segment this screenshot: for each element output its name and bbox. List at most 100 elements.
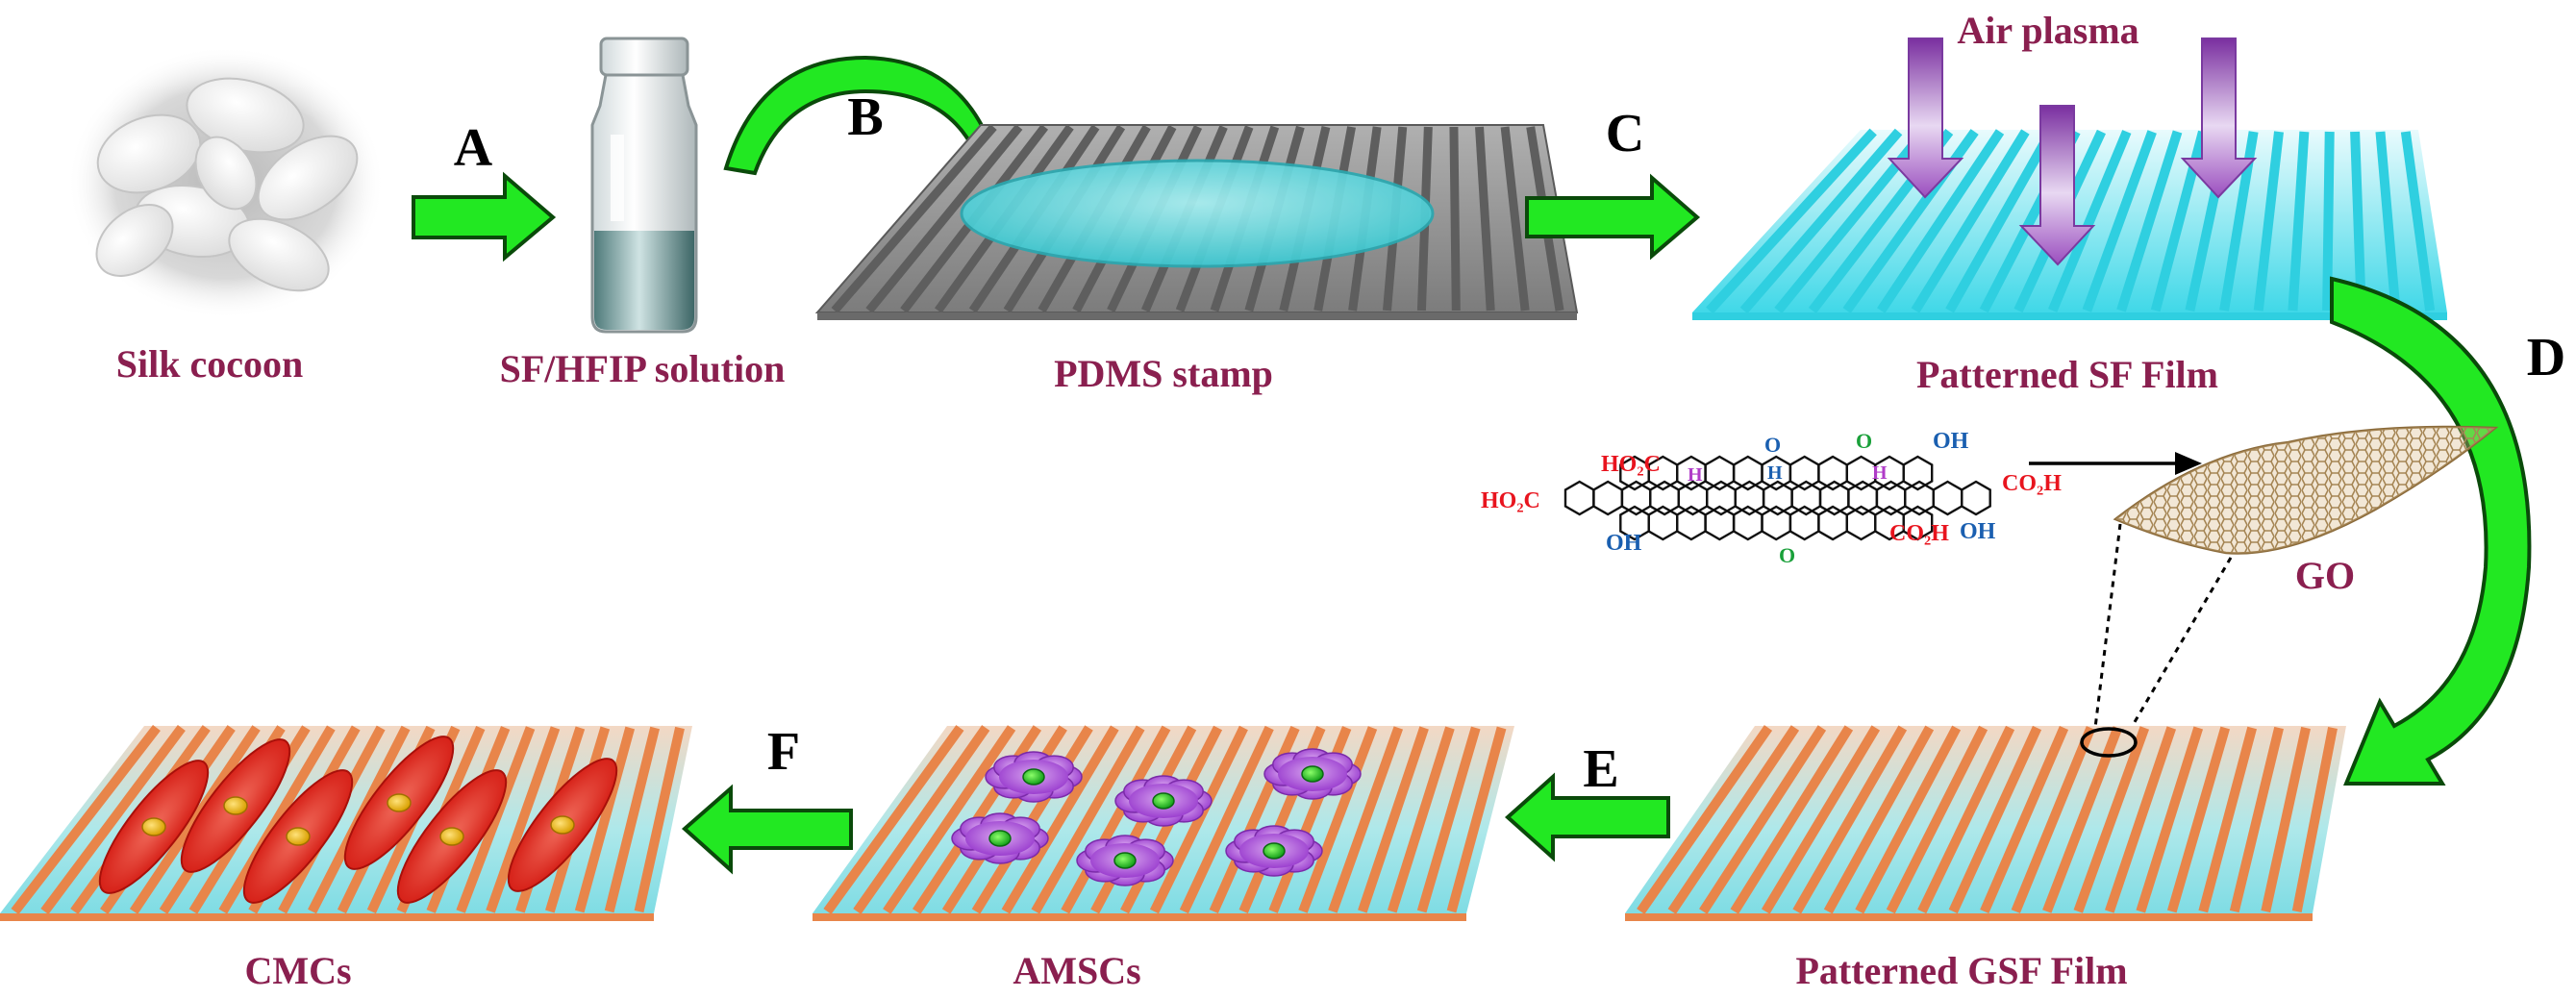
cmc-ridge bbox=[40, 725, 186, 914]
go-ring bbox=[1788, 455, 1820, 491]
cmc-ridge bbox=[11, 724, 161, 915]
go-ring bbox=[1734, 480, 1765, 516]
amsc-ridge bbox=[1149, 725, 1248, 914]
vial-icon bbox=[590, 37, 698, 334]
go-ring bbox=[1705, 480, 1737, 516]
sf-ridge bbox=[1877, 129, 2005, 313]
go-h-mark3: H bbox=[1872, 462, 1888, 484]
gsf-ridge bbox=[1855, 725, 1962, 914]
gsf-ridge bbox=[2105, 726, 2177, 913]
pdms-ridge bbox=[1449, 126, 1461, 312]
step-d-label: D bbox=[2527, 328, 2565, 387]
stem-cell-icon bbox=[1225, 825, 1323, 877]
go-oh-bottom-right: OH bbox=[1960, 519, 1996, 544]
silk-cocoon-image bbox=[67, 46, 385, 319]
amsc-ridge bbox=[823, 725, 964, 914]
cmc-ridge bbox=[604, 726, 660, 913]
amsc-ridge bbox=[1061, 725, 1171, 914]
go-ring bbox=[1790, 480, 1822, 516]
cardiomyocyte-icon bbox=[507, 758, 618, 892]
go-ring bbox=[1817, 505, 1849, 541]
amsc-ridge bbox=[1416, 726, 1481, 913]
pdms-ridge bbox=[1500, 126, 1530, 312]
go-ring bbox=[1704, 505, 1736, 541]
amsc-ridge bbox=[1446, 726, 1507, 913]
stem-cell-icon bbox=[1114, 775, 1213, 827]
gsf-film bbox=[1625, 725, 2346, 921]
label-sf-film: Patterned SF Film bbox=[1916, 353, 2218, 396]
gsf-ridge bbox=[1730, 725, 1854, 914]
gsf-ridge bbox=[2198, 726, 2257, 913]
gsf-ridge bbox=[1637, 725, 1773, 914]
gsf-ridge bbox=[1667, 725, 1800, 914]
cmc-ridge bbox=[456, 726, 536, 913]
amsc-ridge bbox=[1328, 726, 1404, 913]
step-e-label: E bbox=[1583, 739, 1618, 799]
amsc-ridge bbox=[1031, 725, 1145, 914]
label-sf-hfip: SF/HFIP solution bbox=[500, 347, 786, 390]
go-ring bbox=[1788, 505, 1820, 541]
amsc-ridge bbox=[883, 725, 1016, 914]
go-ring bbox=[1704, 455, 1736, 491]
gsf-ridge bbox=[2011, 726, 2096, 913]
go-oh-top-right: OH bbox=[1933, 429, 1969, 454]
go-structure: HO₂C HO₂C CO₂H CO₂H OH OH OH O O O H H H bbox=[1481, 429, 2062, 567]
go-oh-left: OH bbox=[1606, 531, 1642, 556]
go-ring bbox=[1649, 480, 1681, 516]
go-ring bbox=[1875, 480, 1907, 516]
pdms-stamp bbox=[814, 124, 1579, 320]
sf-ridge bbox=[2350, 131, 2366, 312]
go-ring bbox=[1620, 480, 1652, 516]
cmc-ridge bbox=[634, 726, 685, 913]
stem-cell-icon bbox=[985, 751, 1083, 803]
go-ring bbox=[1732, 505, 1763, 541]
go-ring bbox=[1818, 480, 1850, 516]
cmc-ridge bbox=[218, 725, 336, 914]
sf-ridge bbox=[2116, 130, 2183, 312]
label-pdms: PDMS stamp bbox=[1054, 352, 1273, 395]
sf-ridge bbox=[1739, 128, 1903, 314]
green-arrow-icon bbox=[412, 171, 557, 262]
sf-ridge bbox=[1945, 129, 2056, 313]
go-ring bbox=[1675, 505, 1707, 541]
amsc-ridge bbox=[853, 725, 990, 914]
gsf-ridge bbox=[2136, 726, 2204, 913]
go-ring bbox=[1592, 480, 1624, 516]
amsc-ridge bbox=[1298, 726, 1378, 913]
amsc-ridge bbox=[1387, 726, 1455, 913]
pdms-ridge bbox=[1475, 126, 1495, 312]
go-ring bbox=[1960, 480, 1991, 516]
go-o-top2: O bbox=[1856, 429, 1872, 453]
stem-cell-icon bbox=[951, 812, 1049, 864]
label-air-plasma: Air plasma bbox=[1957, 9, 2138, 52]
go-ring bbox=[1817, 455, 1849, 491]
gsf-ridge bbox=[1980, 726, 2069, 913]
cmc-ridge bbox=[486, 726, 561, 913]
green-arrow-icon bbox=[1525, 173, 1701, 261]
label-go: GO bbox=[2295, 554, 2355, 597]
sf-ridge bbox=[2322, 131, 2335, 312]
go-ring bbox=[1847, 480, 1879, 516]
step-c-label: C bbox=[1606, 104, 1644, 163]
go-ring bbox=[1902, 455, 1934, 491]
go-ring bbox=[1761, 505, 1792, 541]
step-a-label: A bbox=[454, 118, 493, 178]
cardiomyocyte-icon bbox=[396, 769, 508, 904]
go-sheet-icon bbox=[2113, 425, 2499, 555]
go-ring bbox=[1902, 505, 1934, 541]
go-ho2c-left: HO₂C bbox=[1481, 488, 1540, 513]
go-ring bbox=[1845, 455, 1877, 491]
go-ring bbox=[1845, 505, 1877, 541]
sf-ridge bbox=[1706, 128, 1877, 314]
gsf-ridge bbox=[1886, 725, 1988, 914]
plasma-arrow-icon bbox=[1887, 37, 2258, 266]
gsf-ridge bbox=[2229, 726, 2284, 913]
sf-ridge bbox=[1911, 129, 2030, 313]
go-ho2c-top: HO₂C bbox=[1601, 452, 1661, 477]
magnification-lines bbox=[2092, 523, 2233, 739]
cardiomyocyte-icon bbox=[242, 769, 354, 904]
amscs-film bbox=[813, 725, 1514, 921]
stem-cell-icon bbox=[1263, 748, 1362, 800]
gsf-ridge bbox=[2073, 726, 2150, 913]
label-silk-cocoon: Silk cocoon bbox=[116, 342, 303, 386]
